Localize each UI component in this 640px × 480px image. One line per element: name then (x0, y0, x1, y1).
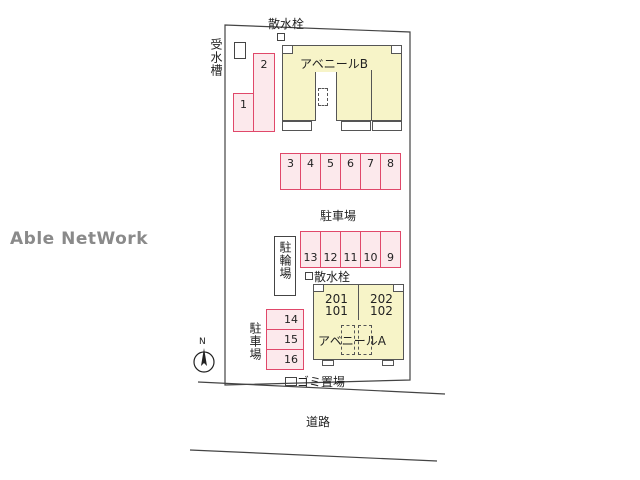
building-b-stair (318, 88, 328, 106)
water-tank-label: 受水槽 (209, 38, 223, 77)
parking-main-label: 駐車場 (320, 209, 357, 223)
building-a-stair (341, 325, 355, 355)
parking-slot-label: 3 (287, 157, 294, 170)
parking-slot-label: 13 (303, 251, 318, 264)
parking-slot-label: 14 (284, 313, 298, 326)
parking-slot-label: 9 (387, 251, 394, 264)
compass-label: N (199, 337, 206, 347)
sprinkler-mid-marker (305, 272, 313, 280)
watermark-text: Able NetWork (10, 229, 148, 249)
sprinkler-mid-label: 散水栓 (314, 270, 351, 284)
building-a-tab (313, 284, 324, 292)
building-b-name: アベニールB (300, 55, 368, 72)
parking-slot-label: 12 (323, 251, 338, 264)
building-b-tab (372, 121, 402, 131)
parking-slot-8: 8 (380, 153, 401, 190)
parking-slot-label: 2 (260, 58, 268, 71)
parking-slot-9: 9 (380, 231, 401, 268)
building-a-tab (393, 284, 404, 292)
building-b-tab (282, 45, 293, 54)
parking-slot-label: 5 (327, 157, 334, 170)
sprinkler-top-label: 散水栓 (268, 17, 305, 31)
unit-102: 102 (370, 304, 393, 318)
parking-slot-16: 16 (266, 349, 304, 370)
parking-slot-label: 7 (367, 157, 374, 170)
parking-slot-label: 11 (343, 251, 358, 264)
building-a-divider (358, 284, 359, 320)
unit-201: 201 (325, 292, 348, 306)
building-b-tab (282, 121, 312, 131)
parking-slot-10: 10 (360, 231, 381, 268)
garbage-label: ゴミ置場 (297, 375, 346, 389)
parking-side-label: 駐車場 (248, 322, 262, 361)
parking-slot-4: 4 (300, 153, 321, 190)
building-b-tab (341, 121, 371, 131)
parking-slot-2: 2 (253, 53, 275, 132)
parking-slot-label: 15 (284, 333, 298, 346)
parking-slot-7: 7 (360, 153, 381, 190)
parking-slot-15: 15 (266, 329, 304, 350)
parking-slot-12: 12 (320, 231, 341, 268)
building-a-tab (322, 360, 334, 366)
parking-slot-label: 10 (363, 251, 378, 264)
sprinkler-top-marker (277, 33, 285, 41)
compass-icon (193, 348, 215, 373)
parking-slot-3: 3 (280, 153, 301, 190)
building-b-corridor (315, 70, 337, 121)
parking-slot-13: 13 (300, 231, 321, 268)
garbage-marker (285, 377, 297, 386)
bicycle-parking-label: 駐輪場 (278, 241, 292, 280)
road-label: 道路 (306, 415, 331, 429)
bicycle-parking (274, 236, 296, 296)
parking-slot-1: 1 (233, 93, 254, 132)
building-b-tab (391, 45, 402, 54)
unit-202: 202 (370, 292, 393, 306)
building-b-divider (371, 70, 372, 121)
parking-slot-label: 16 (284, 353, 298, 366)
parking-slot-14: 14 (266, 309, 304, 330)
water-tank-marker (234, 42, 246, 59)
building-a-tab (382, 360, 394, 366)
building-a-name: アベニールA (318, 334, 386, 348)
parking-slot-6: 6 (340, 153, 361, 190)
parking-slot-label: 8 (387, 157, 394, 170)
parking-slot-11: 11 (340, 231, 361, 268)
building-a-stair (358, 325, 372, 355)
unit-101: 101 (325, 304, 348, 318)
parking-slot-label: 1 (240, 98, 247, 111)
parking-slot-label: 4 (307, 157, 314, 170)
parking-slot-label: 6 (347, 157, 354, 170)
parking-slot-5: 5 (320, 153, 341, 190)
